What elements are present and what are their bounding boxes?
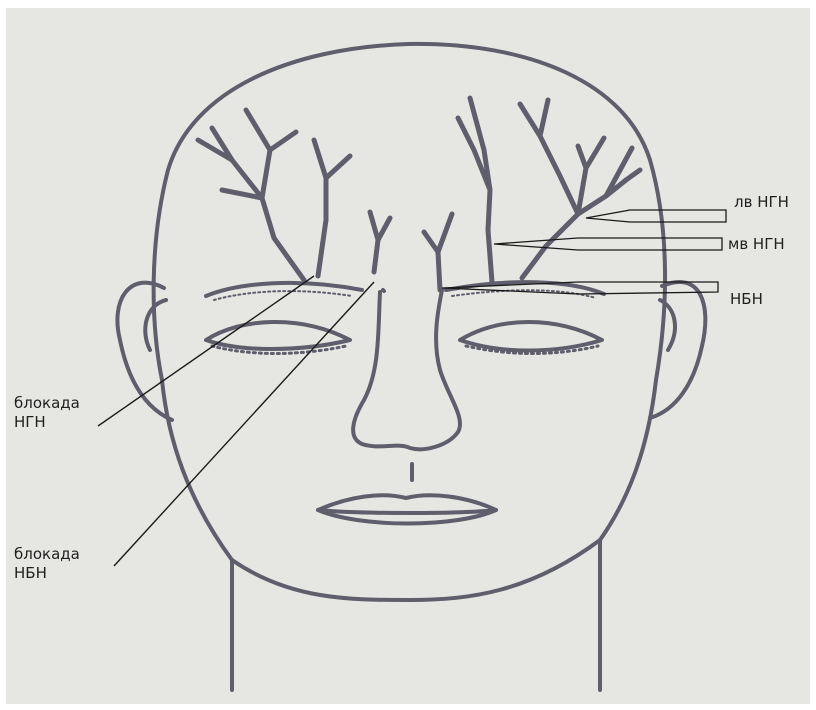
label-nbn: НБН xyxy=(730,290,763,309)
nose-dot xyxy=(383,290,384,291)
label-blockade-nbn-line1: блокада xyxy=(14,545,80,564)
label-blockade-nbn-line2: НБН xyxy=(14,564,47,583)
label-blockade-ngn-line2: НГН xyxy=(14,413,46,432)
label-mv-ngn: мв НГН xyxy=(728,235,785,254)
label-blockade-ngn-line1: блокада xyxy=(14,394,80,413)
label-lv-ngn: лв НГН xyxy=(734,193,789,212)
